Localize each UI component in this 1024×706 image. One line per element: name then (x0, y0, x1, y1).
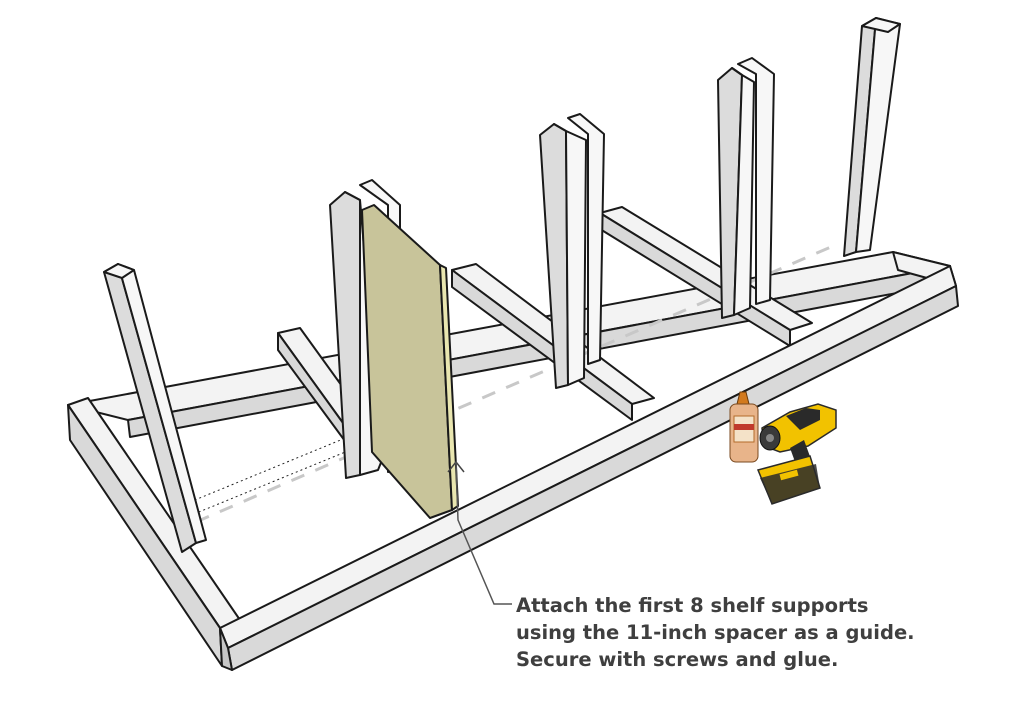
callout-leader (447, 460, 512, 605)
spacer-board (361, 204, 459, 519)
instruction-caption: Attach the first 8 shelf supports using … (516, 592, 915, 673)
shelf-support (539, 113, 605, 389)
shelf-support (717, 57, 775, 319)
cordless-drill-icon (756, 403, 837, 505)
shelf-support (843, 17, 901, 257)
caption-line-1: Attach the first 8 shelf supports (516, 594, 869, 617)
glue-bottle-icon (729, 391, 759, 463)
caption-line-2: using the 11-inch spacer as a guide. (516, 621, 915, 644)
caption-line-3: Secure with screws and glue. (516, 648, 839, 671)
frame-front-rail (219, 265, 959, 671)
shelf-support (103, 263, 207, 553)
